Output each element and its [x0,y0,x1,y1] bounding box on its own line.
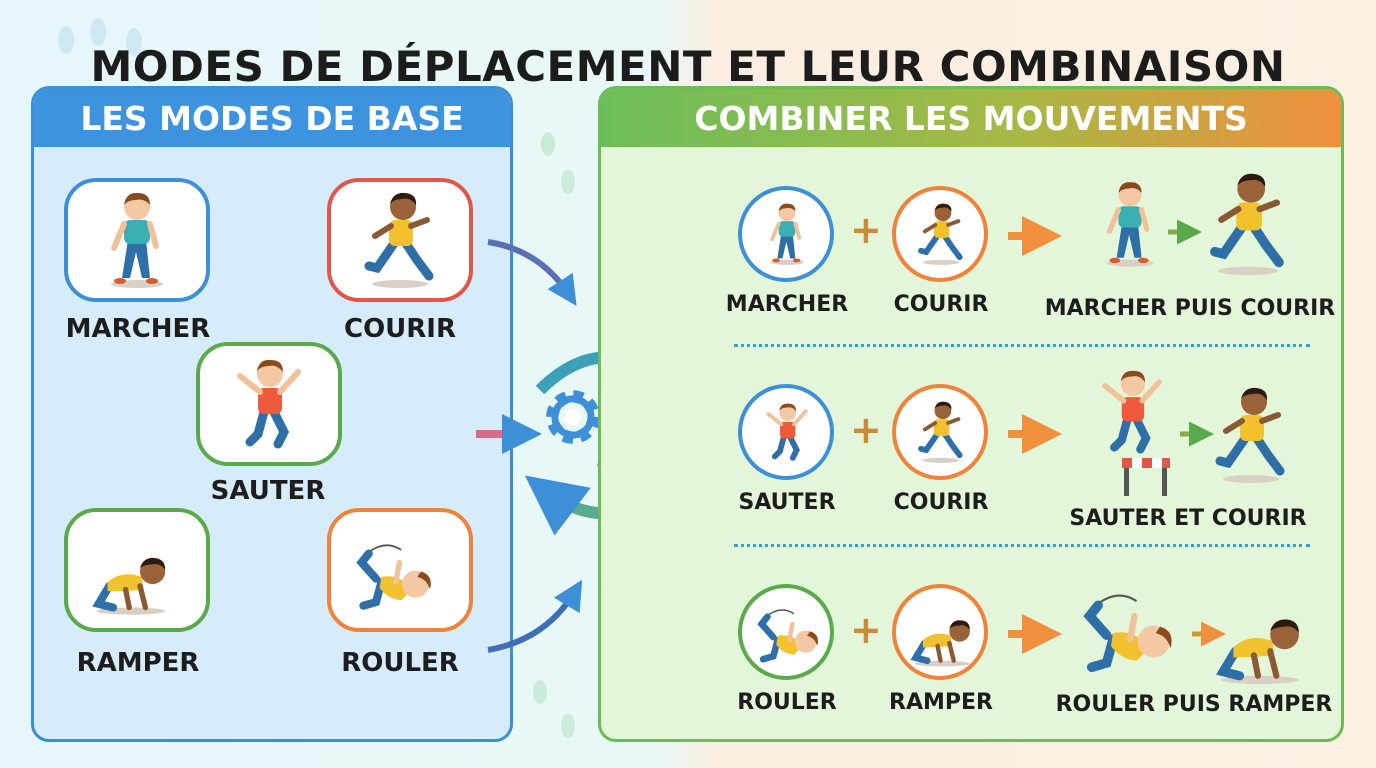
crawling-kid-icon [1208,594,1312,686]
running-kid-icon [912,396,970,468]
mode-card-sauter [196,342,342,466]
footprints-icon [541,132,575,194]
running-kid-icon [1206,376,1296,494]
jumping-kid-icon [1090,362,1174,462]
footprints-icon [533,680,575,738]
arrow-icon [1008,216,1062,256]
combo-3-a-circle [738,584,834,680]
arrow-icon [1008,614,1062,654]
walking-kid-icon [758,198,816,270]
rolling-kid-icon [1072,584,1184,680]
walking-kid-icon [1090,162,1170,286]
running-kid-icon [912,198,970,270]
combo-3-a-label: ROULER [737,690,837,715]
combo-3-b-circle [892,584,988,680]
hurdle-icon [1122,458,1170,496]
rolling-kid-icon [750,602,826,668]
mode-label-marcher: MARCHER [65,314,211,344]
page-title: MODES DE DÉPLACEMENT ET LEUR COMBINAISON [90,42,1286,92]
jumping-kid-icon [758,396,816,468]
combo-2-b-label: COURIR [893,490,989,515]
combo-1-b-circle [892,186,988,282]
combo-2-result-label: SAUTER ET COURIR [1069,506,1307,531]
mode-label-ramper: RAMPER [76,648,200,678]
combo-3-b-label: RAMPER [889,690,993,715]
plus-icon: + [850,208,882,252]
combo-1-result-label: MARCHER PUIS COURIR [1044,296,1336,321]
arrow-icon [1168,219,1202,245]
combo-2-a-circle [738,384,834,480]
mode-card-courir [327,178,473,302]
arrow-icon [1180,421,1214,447]
mode-label-rouler: ROULER [341,648,459,678]
mode-card-rouler [327,508,473,632]
footprints-icon [58,18,142,56]
plus-icon: + [850,608,882,652]
arrow-icon [487,579,583,653]
combo-2-b-circle [892,384,988,480]
combo-1-b-label: COURIR [893,292,989,317]
combo-1-a-circle [738,186,834,282]
row-divider [734,544,1310,547]
mode-label-courir: COURIR [343,314,456,344]
arrow-icon [1192,621,1226,647]
arrow-icon [1008,414,1062,454]
arrow-icon [487,239,577,307]
mode-card-ramper [64,508,210,632]
crawling-kid-icon [904,602,980,668]
combo-1-a-label: MARCHER [725,292,849,317]
mode-label-sauter: SAUTER [210,476,326,506]
plus-icon: + [850,408,882,452]
combine-header: COMBINER LES MOUVEMENTS [601,89,1341,147]
combo-3-result-label: ROULER PUIS RAMPER [1055,692,1333,717]
base-modes-header: LES MODES DE BASE [34,89,510,147]
row-divider [734,344,1310,347]
combo-2-a-label: SAUTER [738,490,836,515]
running-kid-icon [1200,162,1296,286]
mode-card-marcher [64,178,210,302]
